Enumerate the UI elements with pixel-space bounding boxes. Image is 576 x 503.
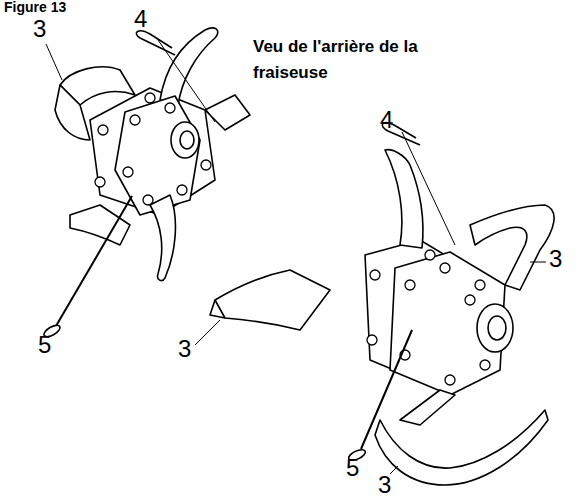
callout-number: 4 <box>380 107 393 133</box>
callout-number: 3 <box>378 472 391 498</box>
callout-number: 4 <box>134 6 147 32</box>
callout-number: 5 <box>38 332 51 358</box>
view-caption: Veu de l'arrière de la fraiseuse <box>253 34 458 86</box>
callout-number: 3 <box>178 336 191 362</box>
callout-number: 3 <box>33 16 46 42</box>
callout-number: 3 <box>549 246 562 272</box>
figure-number: Figure 13 <box>4 0 66 15</box>
callout-number: 5 <box>346 455 359 481</box>
